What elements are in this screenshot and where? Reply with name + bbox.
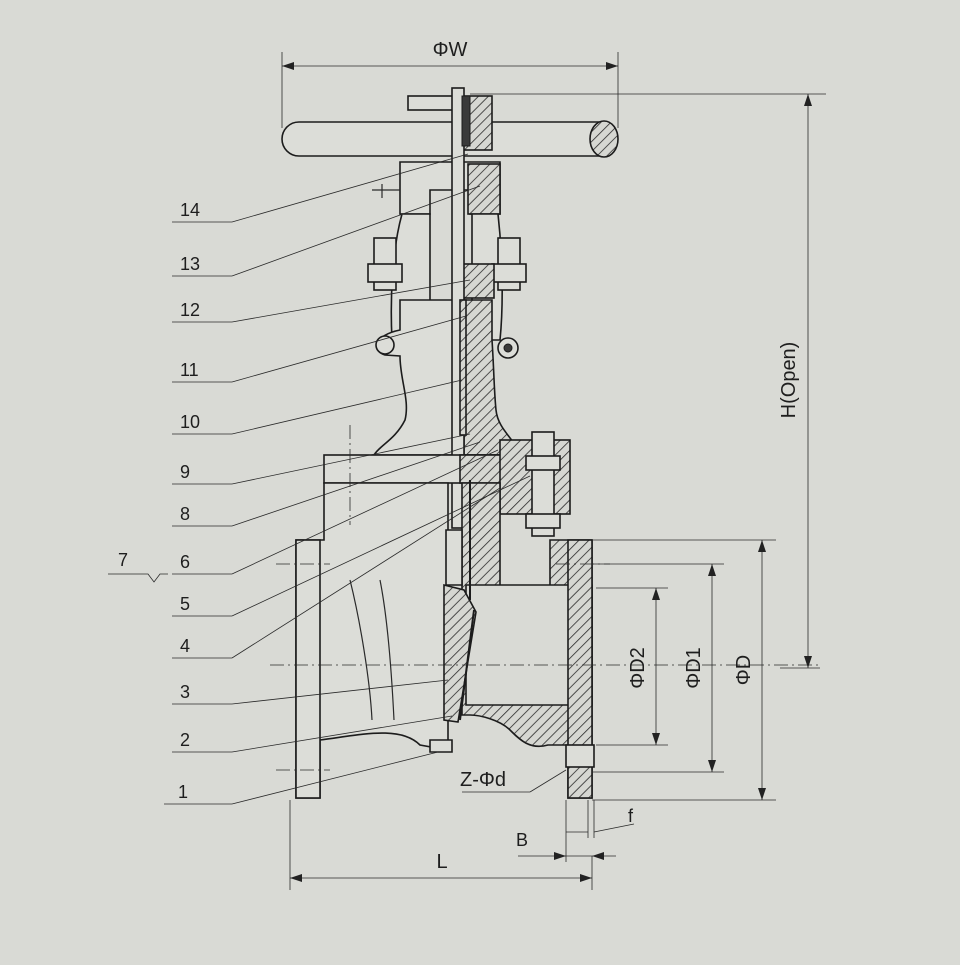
part-label-14: 14 xyxy=(180,200,200,220)
handwheel xyxy=(281,95,619,158)
part-label-13: 13 xyxy=(180,254,200,274)
yoke-top xyxy=(372,161,501,215)
dim-h: H(Open) xyxy=(470,93,826,669)
dim-b-label: B xyxy=(516,830,528,850)
stem xyxy=(451,87,471,529)
dim-l: L xyxy=(289,800,593,890)
dim-f-label: f xyxy=(628,806,634,826)
dim-b: B xyxy=(516,800,616,862)
dim-d-label: ΦD xyxy=(733,655,755,685)
part-label-6: 6 xyxy=(180,552,190,572)
part-label-8: 8 xyxy=(180,504,190,524)
part-label-7: 7 xyxy=(118,550,128,570)
dim-bolt: Z-Φd xyxy=(460,769,567,793)
dim-d: ΦD xyxy=(592,539,776,801)
dim-d1: ΦD1 xyxy=(592,563,724,773)
bonnet xyxy=(372,299,522,456)
part-label-10: 10 xyxy=(180,412,200,432)
part-label-1: 1 xyxy=(178,782,188,802)
gland-bolts xyxy=(367,237,527,299)
part-label-5: 5 xyxy=(180,594,190,614)
part-label-4: 4 xyxy=(180,636,190,656)
part-label-3: 3 xyxy=(180,682,190,702)
dim-l-label: L xyxy=(436,851,447,873)
centerlines xyxy=(270,425,820,771)
dim-d1-label: ΦD1 xyxy=(683,647,705,689)
part-label-9: 9 xyxy=(180,462,190,482)
part-label-2: 2 xyxy=(180,730,190,750)
dim-d2-label: ΦD2 xyxy=(627,647,649,689)
part-label-12: 12 xyxy=(180,300,200,320)
dim-w: ΦW xyxy=(281,39,619,128)
dim-h-label: H(Open) xyxy=(778,342,800,419)
part-label-11: 11 xyxy=(180,360,199,380)
dim-d2: ΦD2 xyxy=(596,587,668,746)
dim-bolt-label: Z-Φd xyxy=(460,769,506,791)
flanges xyxy=(295,539,595,799)
dim-w-label: ΦW xyxy=(433,39,468,61)
dim-f: f xyxy=(566,800,635,838)
part-callouts: 14 13 12 11 10 9 8 7 6 5 xyxy=(108,153,531,805)
